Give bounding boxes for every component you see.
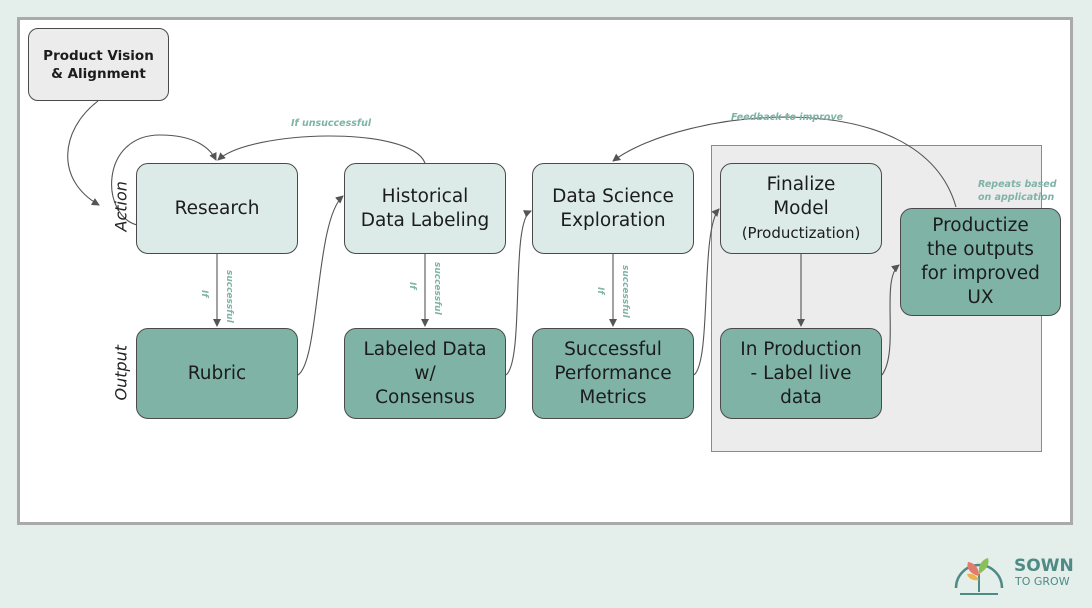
- if-successful-note-2b: successful: [432, 262, 442, 315]
- if-successful-note-3a: If: [595, 287, 605, 295]
- performance-metrics-label: Successful Performance Metrics: [554, 338, 672, 408]
- performance-metrics-box: Successful Performance Metrics: [532, 328, 694, 419]
- feedback-note: Feedback to improve: [731, 112, 844, 123]
- arrow-rubric-to-labeling: [297, 195, 344, 376]
- arrow-if-unsuccessful: [217, 135, 426, 164]
- labeled-data-box: Labeled Data w/ Consensus: [344, 328, 506, 419]
- arrow-production-to-productize: [881, 264, 900, 376]
- repeats-note-text: Repeats based on application: [978, 179, 1057, 203]
- arrow-metrics-to-finalize: [693, 208, 720, 376]
- product-vision-label: Product Vision & Alignment: [43, 47, 154, 82]
- data-science-box: Data Science Exploration: [532, 163, 694, 254]
- arrow-vision-to-research: [67, 100, 100, 206]
- productize-box: Productize the outputs for improved UX: [900, 208, 1061, 316]
- action-row-label: Action: [111, 181, 131, 232]
- arrow-labeled-to-exploration: [505, 210, 532, 376]
- if-successful-note-1a: If: [199, 290, 209, 298]
- arrow-feedback-to-improve: [612, 116, 957, 208]
- historical-labeling-box: Historical Data Labeling: [344, 163, 506, 254]
- finalize-model-box: Finalize Model (Productization): [720, 163, 882, 254]
- if-successful-note-1b: successful: [224, 270, 234, 323]
- in-production-box: In Production - Label live data: [720, 328, 882, 419]
- rubric-box: Rubric: [136, 328, 298, 419]
- research-label: Research: [174, 197, 260, 219]
- historical-labeling-label: Historical Data Labeling: [360, 185, 490, 231]
- logo-wordmark: SOWN: [1014, 556, 1074, 576]
- arrow-research-self-loop: [111, 134, 217, 226]
- if-successful-note-3b: successful: [620, 265, 630, 318]
- finalize-model-sublabel: (Productization): [741, 223, 861, 242]
- productize-label: Productize the outputs for improved UX: [921, 215, 1040, 308]
- finalize-model-label: Finalize Model: [766, 173, 836, 219]
- product-vision-box: Product Vision & Alignment: [28, 28, 169, 101]
- research-box: Research: [136, 163, 298, 254]
- output-row-label: Output: [111, 344, 131, 401]
- rubric-label: Rubric: [187, 362, 247, 384]
- labeled-data-label: Labeled Data w/ Consensus: [363, 338, 487, 408]
- repeats-note: Repeats based on application: [978, 165, 1057, 204]
- in-production-label: In Production - Label live data: [740, 338, 862, 408]
- if-unsuccessful-note: If unsuccessful: [291, 118, 372, 129]
- data-science-label: Data Science Exploration: [552, 185, 674, 231]
- sprout-logo-icon: [954, 558, 1004, 595]
- if-successful-note-2a: If: [407, 282, 417, 290]
- logo-tagline: TO GROW: [1015, 575, 1070, 588]
